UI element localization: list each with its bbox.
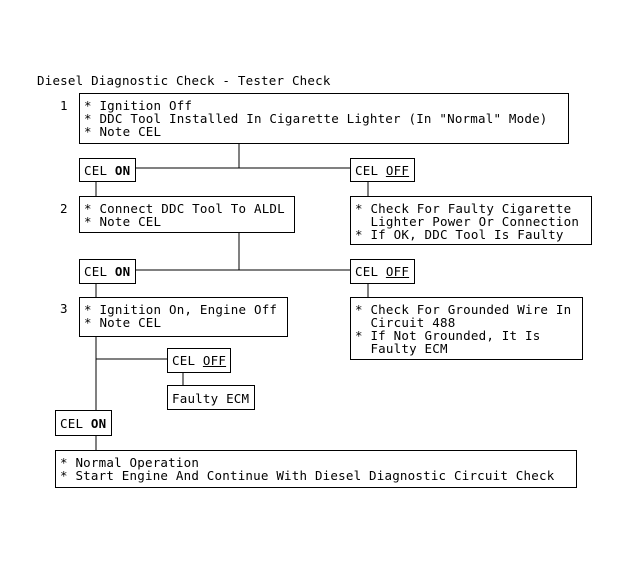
cel-on-box-2: CEL ON — [79, 259, 136, 284]
result-line: * Start Engine And Continue With Diesel … — [60, 468, 555, 483]
step-3-box: * Ignition On, Engine Off * Note CEL — [79, 297, 288, 337]
step-1-line: * Ignition Off — [84, 98, 193, 113]
step-number-2: 2 — [60, 201, 68, 216]
result-line: Faulty ECM — [355, 341, 448, 356]
result-line: * If OK, DDC Tool Is Faulty — [355, 227, 564, 242]
result-line: * Normal Operation — [60, 455, 200, 470]
cel-off-box-3: CEL OFF — [167, 348, 231, 373]
step-3-line: * Ignition On, Engine Off — [84, 302, 278, 317]
step-3-line: * Note CEL — [84, 315, 162, 330]
cel-on-box-3: CEL ON — [55, 410, 112, 436]
result-line: * Check For Faulty Cigarette — [355, 201, 572, 216]
faulty-ecm-box: Faulty ECM — [167, 385, 255, 410]
step-1-box: * Ignition Off * DDC Tool Installed In C… — [79, 93, 569, 144]
cel-label: CEL — [355, 163, 386, 178]
cel-label: CEL — [60, 416, 91, 431]
result-line: Faulty ECM — [172, 391, 250, 406]
cel-label: CEL — [172, 353, 203, 368]
cel-label: CEL — [355, 264, 386, 279]
result-line: * Check For Grounded Wire In — [355, 302, 572, 317]
step-number-1: 1 — [60, 98, 68, 113]
cel-off-box-1: CEL OFF — [350, 158, 415, 182]
cel-off-box-2: CEL OFF — [350, 259, 415, 284]
step-1-line: * Note CEL — [84, 124, 162, 139]
cel-on-text: ON — [114, 264, 131, 279]
result-line: Lighter Power Or Connection — [355, 214, 580, 229]
step-2-line: * Connect DDC Tool To ALDL — [84, 201, 285, 216]
cel-on-box-1: CEL ON — [79, 158, 136, 182]
step-2-off-result-box: * Check For Grounded Wire In Circuit 488… — [350, 297, 583, 360]
step-1-line: * DDC Tool Installed In Cigarette Lighte… — [84, 111, 548, 126]
diagram-title: Diesel Diagnostic Check - Tester Check — [37, 73, 331, 88]
final-result-box: * Normal Operation * Start Engine And Co… — [55, 450, 577, 488]
step-number-3: 3 — [60, 301, 68, 316]
cel-off-text: OFF — [385, 264, 410, 279]
cel-on-text: ON — [90, 416, 107, 431]
cel-label: CEL — [84, 264, 115, 279]
cel-on-text: ON — [114, 163, 131, 178]
step-2-box: * Connect DDC Tool To ALDL * Note CEL — [79, 196, 295, 233]
cel-label: CEL — [84, 163, 115, 178]
result-line: * If Not Grounded, It Is — [355, 328, 541, 343]
cel-off-text: OFF — [385, 163, 410, 178]
result-line: Circuit 488 — [355, 315, 456, 330]
step-1-off-result-box: * Check For Faulty Cigarette Lighter Pow… — [350, 196, 592, 245]
step-2-line: * Note CEL — [84, 214, 162, 229]
cel-off-text: OFF — [202, 353, 227, 368]
